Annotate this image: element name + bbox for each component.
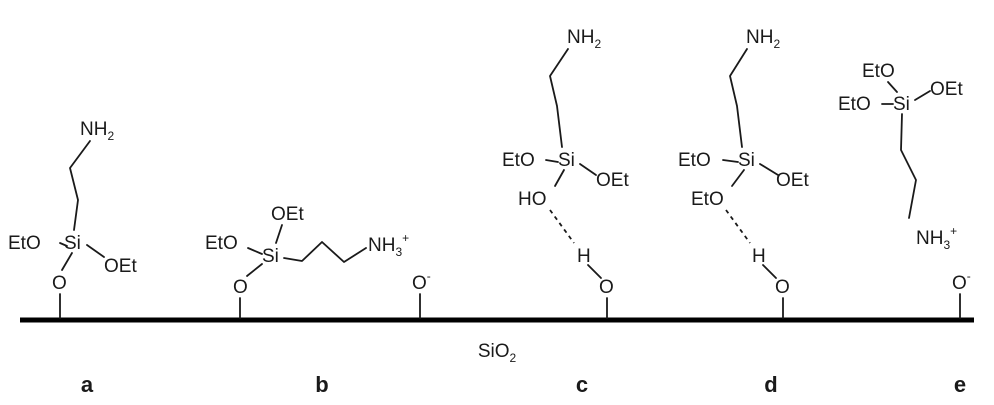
- a-propyl-chain: [69, 140, 91, 231]
- c-bond-h-o: [587, 264, 602, 279]
- molecule-e: EtO Si EtO OEt NH3+ O-: [838, 61, 971, 319]
- b-nh3-label: NH3+: [368, 231, 409, 259]
- e-si-label: Si: [893, 94, 910, 115]
- d-nh2-label: NH2: [746, 27, 780, 51]
- molecule-b: OEt Si EtO NH3+ O O-: [205, 204, 431, 319]
- a-oet-label: OEt: [104, 256, 137, 277]
- c-bond-si-ho: [554, 169, 565, 187]
- b-propyl-chain: [283, 241, 367, 263]
- d-bond-eto-si: [722, 159, 739, 163]
- molecule-c: NH2 Si EtO OEt HO H O: [502, 27, 629, 319]
- d-si-label: Si: [738, 150, 755, 171]
- e-oet-label: OEt: [930, 79, 963, 100]
- d-oet-label: OEt: [776, 170, 809, 191]
- c-o-label: O: [599, 277, 614, 298]
- molecule-a: NH2 Si EtO OEt O: [8, 119, 137, 319]
- b-o-label: O: [233, 277, 248, 298]
- e-eto-left-label: EtO: [838, 94, 871, 115]
- panel-label-d: d: [764, 372, 777, 397]
- d-propyl-chain: [729, 48, 748, 148]
- b-bond-si-o: [246, 263, 263, 277]
- d-h-label: H: [752, 246, 766, 267]
- panel-label-c: c: [576, 372, 588, 397]
- c-hydrogen-bond: [549, 209, 575, 244]
- panel-label-b: b: [315, 372, 328, 397]
- b-si-label: Si: [262, 246, 279, 267]
- d-o-label: O: [775, 277, 790, 298]
- c-bond-si-oet: [579, 163, 597, 176]
- panel-label-e: e: [954, 372, 966, 397]
- a-nh2-label: NH2: [80, 119, 114, 143]
- a-bond-si-o: [61, 252, 73, 271]
- b-oet-label: OEt: [271, 204, 304, 225]
- c-si-label: Si: [558, 150, 575, 171]
- b-bond-oet-si: [275, 224, 283, 244]
- c-propyl-chain: [549, 48, 569, 148]
- panel-label-a: a: [81, 372, 94, 397]
- d-bond-h-o: [762, 264, 777, 279]
- a-eto-label: EtO: [8, 233, 41, 254]
- d-bond-si-eto: [731, 169, 745, 187]
- d-eto-hbond-label: EtO: [691, 189, 724, 210]
- e-bond-eto-top-si: [887, 81, 898, 93]
- e-nh3-label: NH3+: [916, 224, 957, 252]
- e-o-minus-label: O-: [952, 269, 971, 294]
- c-nh2-label: NH2: [567, 27, 601, 51]
- c-h-label: H: [577, 246, 591, 267]
- molecule-d: NH2 Si EtO OEt EtO H O: [678, 27, 809, 319]
- substrate-label: SiO2: [478, 341, 517, 365]
- a-si-label: Si: [64, 233, 81, 254]
- d-bond-si-oet: [759, 163, 779, 176]
- c-bond-eto-si: [545, 159, 559, 163]
- a-bond-si-oet: [86, 244, 105, 258]
- b-bond-eto-si: [247, 247, 263, 255]
- a-o-label: O: [52, 273, 67, 294]
- e-bond-si-oet: [914, 90, 931, 101]
- d-hydrogen-bond: [725, 209, 751, 244]
- d-eto-label: EtO: [678, 150, 711, 171]
- c-ho-label: HO: [518, 189, 547, 210]
- b-eto-label: EtO: [205, 233, 238, 254]
- a-bond-eto-si: [59, 242, 68, 247]
- c-eto-label: EtO: [502, 150, 535, 171]
- e-propyl-chain: [900, 113, 917, 219]
- b-o-minus-label: O-: [412, 269, 431, 294]
- e-eto-top-label: EtO: [862, 61, 895, 82]
- c-oet-label: OEt: [596, 170, 629, 191]
